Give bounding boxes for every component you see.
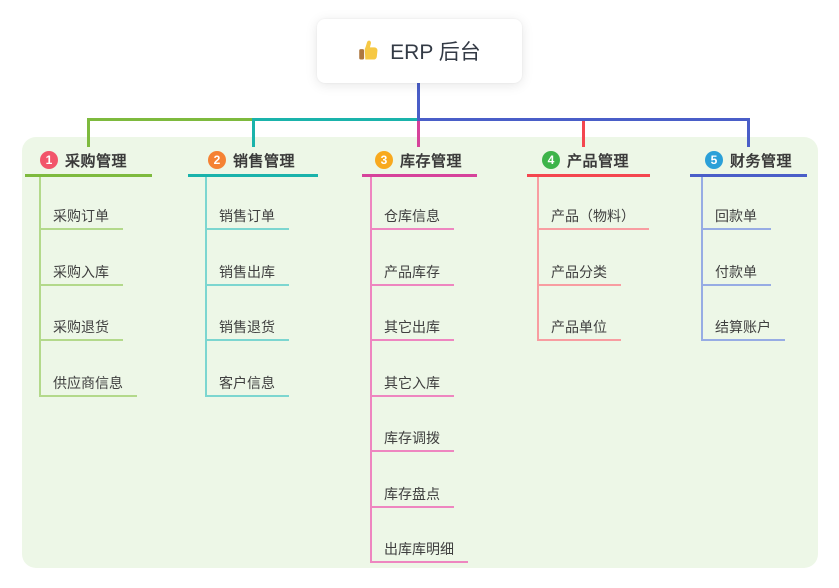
branch-label: 销售管理	[233, 152, 296, 170]
branch-header-finance[interactable]: 5 财务管理	[690, 146, 807, 177]
connector-drop-branch-2	[252, 118, 255, 147]
mindmap-background-panel	[22, 137, 818, 568]
connector-root-drop	[417, 83, 420, 121]
branch-label: 产品管理	[567, 152, 630, 170]
branch-spine-5	[701, 177, 703, 341]
mindmap-child-node[interactable]: 库存调拨	[370, 426, 454, 452]
mindmap-child-node[interactable]: 库存盘点	[370, 482, 454, 508]
connector-drop-branch-4	[582, 120, 585, 147]
connector-bus-branch-2	[252, 118, 419, 121]
mindmap-child-node[interactable]: 采购退货	[39, 315, 123, 341]
branch-spine-3	[370, 177, 372, 563]
mindmap-child-node[interactable]: 产品分类	[537, 260, 621, 286]
branch-spine-2	[205, 177, 207, 397]
mindmap-child-node[interactable]: 销售出库	[205, 260, 289, 286]
branch-header-purchase[interactable]: 1 采购管理	[25, 146, 152, 177]
branch-number-badge: 1	[40, 151, 58, 169]
branch-spine-1	[39, 177, 41, 397]
connector-bus-branch-1	[87, 118, 255, 121]
mindmap-child-node[interactable]: 采购入库	[39, 260, 123, 286]
mindmap-child-node[interactable]: 付款单	[701, 260, 771, 286]
branch-number-badge: 5	[705, 151, 723, 169]
branch-label: 财务管理	[730, 152, 793, 170]
connector-bus-branch-5	[417, 118, 750, 121]
mindmap-child-node[interactable]: 仓库信息	[370, 204, 454, 230]
mindmap-child-node[interactable]: 销售退货	[205, 315, 289, 341]
branch-header-product[interactable]: 4 产品管理	[527, 146, 650, 177]
branch-label: 采购管理	[65, 152, 128, 170]
mindmap-child-node[interactable]: 结算账户	[701, 315, 785, 341]
thumbs-up-icon	[359, 40, 378, 60]
branch-number-badge: 2	[208, 151, 226, 169]
root-label: ERP 后台	[390, 41, 481, 64]
branch-header-inventory[interactable]: 3 库存管理	[362, 146, 477, 177]
mindmap-child-node[interactable]: 采购订单	[39, 204, 123, 230]
mindmap-child-node[interactable]: 产品单位	[537, 315, 621, 341]
mindmap-child-node[interactable]: 出库库明细	[370, 537, 468, 563]
branch-spine-4	[537, 177, 539, 341]
root-node[interactable]: ERP 后台	[317, 19, 522, 83]
branch-header-sales[interactable]: 2 销售管理	[188, 146, 318, 177]
connector-drop-branch-3	[417, 120, 420, 147]
mindmap-child-node[interactable]: 产品库存	[370, 260, 454, 286]
branch-number-badge: 4	[542, 151, 560, 169]
branch-number-badge: 3	[375, 151, 393, 169]
mindmap-child-node[interactable]: 供应商信息	[39, 371, 137, 397]
mindmap-child-node[interactable]: 客户信息	[205, 371, 289, 397]
connector-drop-branch-1	[87, 118, 90, 147]
mindmap-child-node[interactable]: 其它出库	[370, 315, 454, 341]
connector-drop-branch-5	[747, 118, 750, 147]
mindmap-child-node[interactable]: 销售订单	[205, 204, 289, 230]
mindmap-child-node[interactable]: 其它入库	[370, 371, 454, 397]
mindmap-child-node[interactable]: 产品（物料）	[537, 204, 649, 230]
branch-label: 库存管理	[400, 152, 463, 170]
mindmap-child-node[interactable]: 回款单	[701, 204, 771, 230]
